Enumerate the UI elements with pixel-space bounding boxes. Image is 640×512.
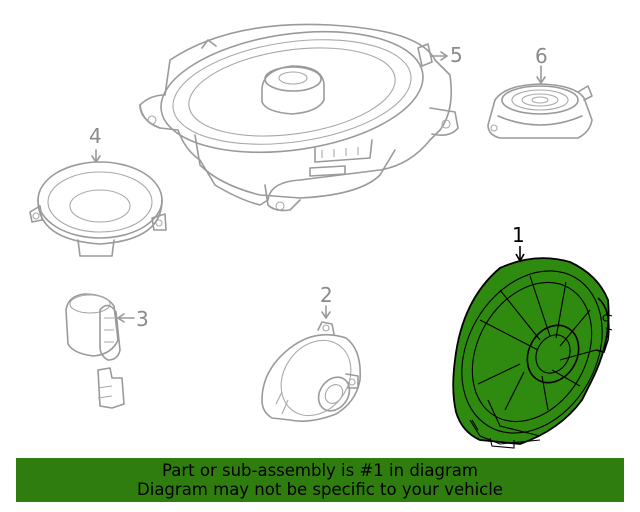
callout-1: 1 [512, 223, 525, 247]
callout-2: 2 [320, 283, 333, 307]
callout-6: 6 [535, 44, 548, 68]
banner-line-1: Part or sub-assembly is #1 in diagram [162, 461, 478, 480]
part-1-body [452, 257, 610, 445]
part-6-tweeter [487, 65, 593, 139]
part-1-speaker-highlighted [452, 246, 613, 449]
banner-line-2: Diagram may not be specific to your vehi… [137, 480, 503, 499]
callout-4: 4 [89, 124, 102, 148]
notice-banner: Part or sub-assembly is #1 in diagram Di… [16, 458, 624, 502]
part-4-round-speaker [29, 149, 167, 257]
callout-5: 5 [450, 43, 463, 67]
part-2-mid-speaker [261, 305, 362, 422]
part-5-oval-speaker [139, 23, 459, 212]
callout-3: 3 [136, 307, 149, 331]
part-3-connector-clip [65, 293, 135, 409]
